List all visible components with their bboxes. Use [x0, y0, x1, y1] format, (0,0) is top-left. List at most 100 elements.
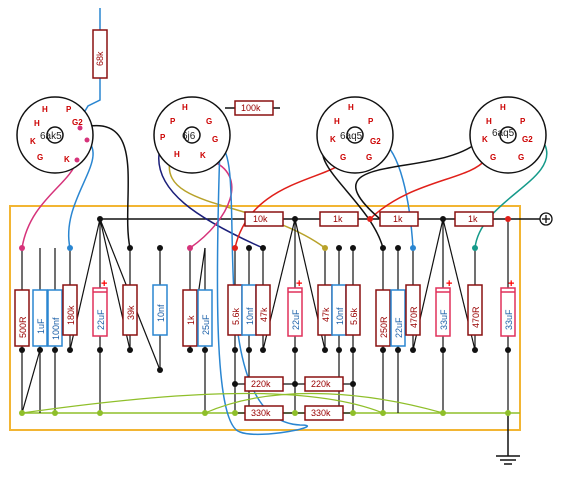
t1-pin-g2: G2 [72, 118, 83, 127]
tube-3-label: 6aq5 [340, 131, 363, 142]
label-33uF-b: 33uF [504, 309, 514, 330]
cap-22uF-a: + 22uF [92, 278, 108, 337]
tube-socket-1 [16, 96, 94, 174]
resistor-180k: 180k [62, 284, 78, 336]
junction-dots [19, 216, 511, 416]
label-220k-b: 220k [311, 379, 331, 389]
t1-pin-g1: G [37, 153, 43, 162]
tube-2-label: 6j6 [182, 131, 196, 142]
label-39k: 39k [126, 305, 136, 320]
label-10nf-b: 10nf [245, 307, 255, 325]
label-220k-a: 220k [251, 379, 271, 389]
resistor-500R: 500R [14, 289, 30, 347]
label-47k-a: 47k [259, 307, 269, 322]
resistor-100k: 100k [234, 100, 274, 116]
resistor-1k-c: 1k [454, 211, 494, 227]
t3-pin-h2: H [334, 117, 340, 126]
cap-22uF-b: + 22uF [287, 278, 303, 337]
t3-pin-g1: G [340, 153, 346, 162]
label-500R: 500R [18, 316, 28, 338]
plus-33uF-b: + [508, 278, 514, 290]
t4-pin-k: K [482, 135, 488, 144]
wire-t4-g-red [369, 159, 486, 220]
wire-t4-g2-teal [474, 144, 548, 249]
cap-10nf-b: 10nf [241, 284, 257, 336]
wire-t2-p-navy [158, 147, 264, 249]
resistor-470R-b: 470R [467, 284, 483, 336]
label-68k: 68k [95, 51, 105, 66]
t4-pin-h1: H [500, 103, 506, 112]
label-5k6-a: 5.6k [231, 307, 241, 325]
label-1k-b: 1k [393, 214, 403, 224]
t2-pin-h2: H [174, 150, 180, 159]
label-180k: 180k [66, 305, 76, 325]
cap-1uF: 1uF [32, 289, 48, 347]
cap-25uF: 25uF [197, 289, 213, 347]
resistor-47k-a: 47k [255, 284, 271, 336]
resistor-470R-a: 470R [405, 284, 421, 336]
resistor-330k-b: 330k [304, 405, 344, 421]
t1-pin-p: P [66, 105, 72, 114]
t3-pin-g2: G2 [370, 137, 381, 146]
resistor-47k-b: 47k [317, 284, 333, 336]
plus-22uF-a: + [101, 278, 107, 290]
label-25uF: 25uF [201, 314, 211, 335]
t3-pin-h1: H [348, 103, 354, 112]
t3-pin-g3: G [366, 153, 372, 162]
cap-10nf-c: 10nf [331, 284, 347, 336]
wire-t2-k-pink [189, 159, 233, 249]
t2-pin-h1: H [182, 103, 188, 112]
label-47k-b: 47k [321, 307, 331, 322]
t1-pin-k2: K [64, 155, 70, 164]
plus-22uF-b: + [296, 278, 302, 290]
cap-33uF-a: + 33uF [435, 278, 452, 337]
t4-pin-g3: G [518, 153, 524, 162]
resistor-39k: 39k [122, 284, 138, 336]
plus-terminal-icon [539, 212, 553, 226]
label-33uF-a: 33uF [439, 309, 449, 330]
resistor-220k-b: 220k [304, 376, 344, 392]
resistor-220k-a: 220k [244, 376, 284, 392]
resistor-10k-top: 10k [244, 211, 284, 227]
t2-pin-p2: P [160, 133, 166, 142]
tube-socket-2 [153, 96, 231, 174]
label-1k-d: 1k [186, 315, 196, 325]
green-cross-wire-b [204, 392, 444, 414]
wire-t4-k-black [355, 139, 481, 220]
label-470R-a: 470R [409, 306, 419, 328]
label-1uF: 1uF [36, 318, 46, 334]
t2-pin-k: K [200, 151, 206, 160]
green-cross-wire-a [21, 392, 384, 414]
label-100k: 100k [241, 103, 261, 113]
resistor-1k-b: 1k [379, 211, 419, 227]
resistor-330k-a: 330k [244, 405, 284, 421]
wire-t2-g-olive [168, 159, 326, 249]
label-10nf-a: 10nf [156, 304, 166, 322]
wire-t1-k-black [79, 125, 131, 249]
t1-pin-k1: K [30, 137, 36, 146]
t2-pin-p1: P [170, 117, 176, 126]
t4-pin-h2: H [486, 117, 492, 126]
cap-33uF-b: + 33uF [500, 278, 516, 337]
tube-4-label: 6aq5 [492, 128, 515, 139]
label-22uF-a: 22uF [96, 309, 106, 330]
t4-pin-p: P [520, 117, 526, 126]
label-330k-a: 330k [251, 408, 271, 418]
label-22uF-c: 22uF [394, 317, 404, 338]
cap-22uF-c: 22uF [390, 289, 406, 347]
t3-pin-p: P [368, 117, 374, 126]
cap-10nf-a: 10nf [152, 284, 168, 336]
tube-socket-4 [469, 96, 547, 174]
wire-t3-g-red [234, 159, 346, 249]
label-330k-b: 330k [311, 408, 331, 418]
resistor-68k: 68k [92, 29, 108, 79]
label-470R-b: 470R [471, 306, 481, 328]
wire-t1-g2-blue [67, 139, 94, 249]
label-10k: 10k [253, 214, 268, 224]
label-250R: 250R [379, 316, 389, 338]
tube-socket-3 [316, 96, 394, 174]
resistor-250R: 250R [375, 289, 391, 347]
t1-pin-dots [74, 125, 90, 163]
